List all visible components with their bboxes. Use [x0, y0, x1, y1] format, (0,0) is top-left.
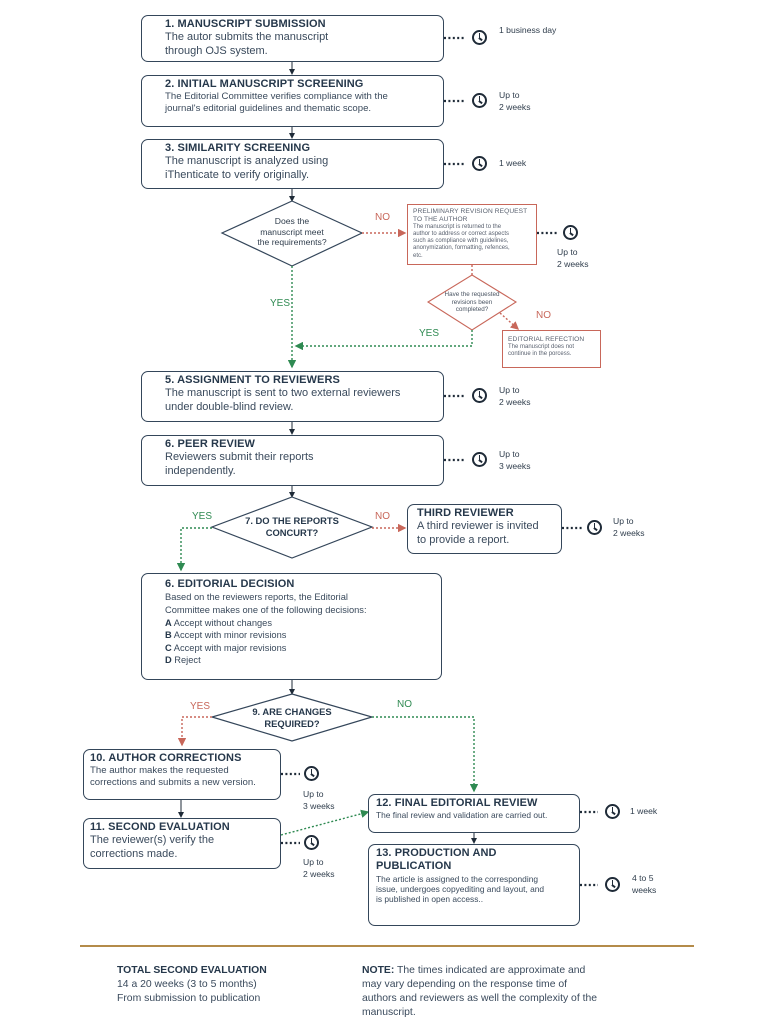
- editorial-decision-title: 6. EDITORIAL DECISION: [165, 578, 295, 590]
- step-3-desc: The manuscript is analyzed using iThenti…: [165, 155, 329, 181]
- editorial-rejection-desc: The manuscript does not continue in the …: [508, 343, 575, 358]
- no-label-9: NO: [397, 699, 412, 710]
- third-reviewer-desc: A third reviewer is invited to provide a…: [417, 520, 539, 546]
- clock-icon: [472, 30, 487, 45]
- clock-icon: [304, 835, 319, 850]
- clock-icon: [587, 520, 602, 535]
- clock-icon: [472, 156, 487, 171]
- step-5-desc: The manuscript is sent to two external r…: [165, 387, 401, 413]
- step-2-box: 2. INITIAL MANUSCRIPT SCREENING The Edit…: [141, 75, 444, 127]
- editorial-decision-desc: Based on the reviewers reports, the Edit…: [165, 592, 367, 615]
- revision-request-title: PRELIMINARY REVISION REQUEST TO THE AUTH…: [413, 208, 528, 223]
- note-label: NOTE:: [362, 965, 395, 976]
- yes-label-4: YES: [270, 298, 291, 309]
- decision-9-diamond: [209, 693, 375, 742]
- total-title: TOTAL SECOND EVALUATION: [117, 965, 267, 976]
- step-13-box: 13. PRODUCTION AND PUBLICATION The artic…: [368, 844, 580, 926]
- clock-icon: [472, 388, 487, 403]
- no-label-4: NO: [375, 212, 390, 223]
- no-label-4b: NO: [536, 310, 551, 321]
- revision-time: Up to 2 weeks: [557, 247, 589, 269]
- decision-4-text: Does the manuscript meet the requirement…: [257, 216, 327, 248]
- step-11-desc: The reviewer(s) verify the corrections m…: [90, 834, 215, 860]
- no-label-7: NO: [375, 511, 390, 522]
- clock-icon: [304, 766, 319, 781]
- footer-note: NOTE: The times indicated are approximat…: [362, 964, 662, 1021]
- step-2-desc: The Editorial Committee verifies complia…: [165, 91, 388, 115]
- editorial-rejection-title: EDITORIAL REFECTION: [508, 336, 585, 343]
- footer-divider: [80, 945, 694, 947]
- step-11-box: 11. SECOND EVALUATION The reviewer(s) ve…: [83, 818, 281, 869]
- step-12-title: 12. FINAL EDITORIAL REVIEW: [376, 797, 538, 809]
- yes-label-7: YES: [192, 511, 213, 522]
- step-10-time: Up to 3 weeks: [303, 789, 335, 811]
- total-desc: From submission to publication: [117, 993, 261, 1005]
- step-3-time: 1 week: [499, 158, 527, 168]
- clock-icon: [605, 804, 620, 819]
- step-3-title: 3. SIMILARITY SCREENING: [165, 142, 311, 154]
- step-6-desc: Reviewers submit their reports independe…: [165, 451, 314, 477]
- revision-request-desc: The manuscript is returned to the author…: [413, 223, 510, 259]
- decision-option-b: B Accept with minor revisions: [165, 630, 287, 641]
- step-1-title: 1. MANUSCRIPT SUBMISSION: [165, 18, 326, 30]
- note-text: The times indicated are approximate and …: [362, 965, 598, 1019]
- step-12-box: 12. FINAL EDITORIAL REVIEW The final rev…: [368, 794, 580, 833]
- yes-label-4b: YES: [419, 328, 440, 339]
- step-3-box: 3. SIMILARITY SCREENING The manuscript i…: [141, 139, 444, 189]
- step-5-title: 5. ASSIGNMENT TO REVIEWERS: [165, 374, 340, 386]
- yes-label-9: YES: [190, 701, 211, 712]
- step-12-desc: The final review and validation are carr…: [376, 810, 548, 821]
- step-10-box: 10. AUTHOR CORRECTIONS The author makes …: [83, 749, 281, 800]
- decision-7-diamond: [210, 496, 374, 559]
- step-6-time: Up to 3 weeks: [499, 449, 531, 471]
- step-13-title: 13. PRODUCTION AND PUBLICATION: [376, 847, 497, 873]
- decision-7-text: 7. DO THE REPORTS CONCURT?: [245, 515, 339, 538]
- third-reviewer-box: THIRD REVIEWER A third reviewer is invit…: [407, 504, 562, 554]
- step-10-title: 10. AUTHOR CORRECTIONS: [90, 752, 242, 764]
- decision-9-text: 9. ARE CHANGES REQUIRED?: [252, 706, 332, 729]
- decision-4b-text: Have the requested revisions been comple…: [444, 291, 500, 314]
- total-summary: TOTAL SECOND EVALUATION 14 a 20 weeks (3…: [117, 964, 267, 1006]
- third-reviewer-time: Up to 2 weeks: [613, 516, 645, 538]
- step-11-time: Up to 2 weeks: [303, 857, 335, 879]
- step-13-desc: The article is assigned to the correspon…: [376, 873, 545, 905]
- step-2-title: 2. INITIAL MANUSCRIPT SCREENING: [165, 78, 364, 90]
- editorial-rejection-box: EDITORIAL REFECTION The manuscript does …: [502, 330, 601, 368]
- step-6-title: 6. PEER REVIEW: [165, 438, 256, 450]
- step-12-time: 1 week: [630, 806, 658, 816]
- step-1-time: 1 business day: [499, 25, 557, 35]
- step-13-time: 4 to 5 weeks: [632, 873, 657, 895]
- step-11-title: 11. SECOND EVALUATION: [90, 821, 230, 833]
- clock-icon: [563, 225, 578, 240]
- step-5-box: 5. ASSIGNMENT TO REVIEWERS The manuscrip…: [141, 371, 444, 422]
- clock-icon: [472, 452, 487, 467]
- step-6-box: 6. PEER REVIEW Reviewers submit their re…: [141, 435, 444, 486]
- step-10-desc: The author makes the requested correctio…: [90, 765, 256, 789]
- editorial-decision-box: 6. EDITORIAL DECISION Based on the revie…: [141, 573, 442, 680]
- step-5-time: Up to 2 weeks: [499, 385, 531, 407]
- step-2-time: Up to 2 weeks: [499, 90, 531, 112]
- step-1-box: 1. MANUSCRIPT SUBMISSION The autor submi…: [141, 15, 444, 62]
- third-reviewer-title: THIRD REVIEWER: [417, 507, 514, 519]
- step-1-desc: The autor submits the manuscript through…: [165, 31, 329, 57]
- revision-request-box: PRELIMINARY REVISION REQUEST TO THE AUTH…: [407, 204, 537, 265]
- decision-option-a: A Accept without changes: [165, 617, 272, 628]
- clock-icon: [605, 877, 620, 892]
- decision-option-c: C Accept with major revisions: [165, 642, 287, 653]
- clock-icon: [472, 93, 487, 108]
- decision-option-d: D Reject: [165, 655, 201, 666]
- total-weeks: 14 a 20 weeks (3 to 5 months): [117, 979, 257, 991]
